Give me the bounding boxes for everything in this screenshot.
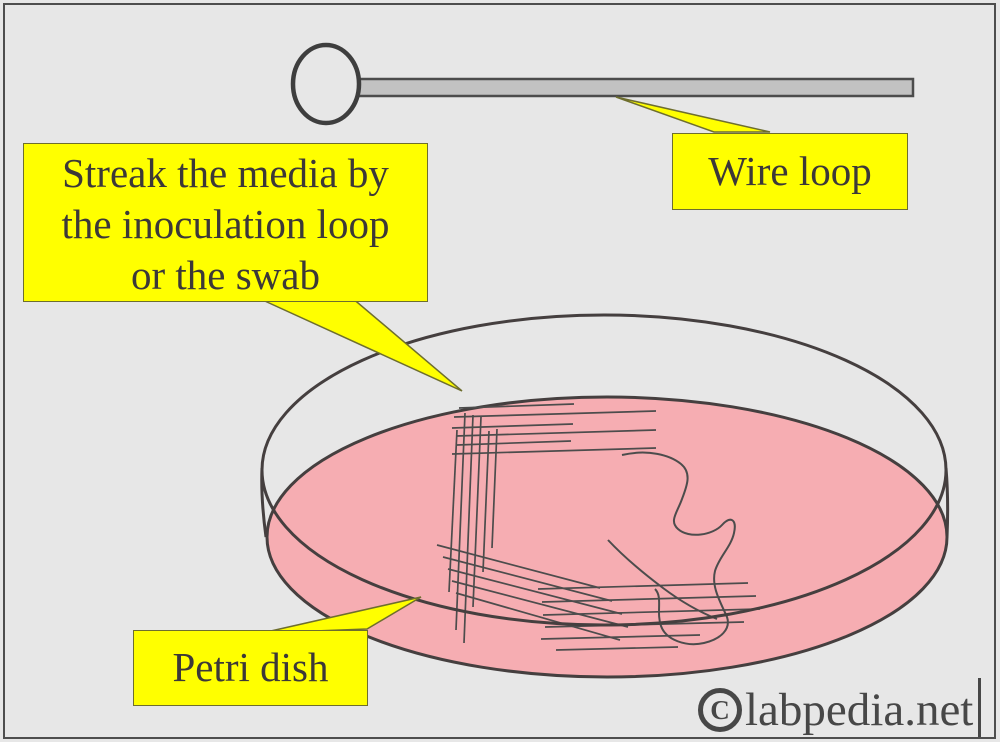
watermark-text: labpedia.net xyxy=(745,684,974,736)
streak-squiggle xyxy=(607,451,736,645)
streak-instruction-line3: or the swab xyxy=(130,252,320,298)
copyright-icon: C xyxy=(698,688,742,732)
wire-loop-callout-pointer xyxy=(615,96,771,133)
watermark: C labpedia.net xyxy=(698,678,982,738)
petri-dish-label: Petri dish xyxy=(133,630,368,706)
streak-callout-pointer xyxy=(255,296,463,392)
wire-loop-label: Wire loop xyxy=(672,133,908,210)
streak-instruction-line1: Streak the media by xyxy=(62,150,389,196)
wire-loop-head xyxy=(290,42,362,126)
petri-dish-wall-right xyxy=(944,467,950,538)
streak-instruction-label: Streak the media by the inoculation loop… xyxy=(23,143,428,302)
wire-loop-handle xyxy=(354,77,915,98)
culture-media xyxy=(265,395,949,679)
streak-marks-diagonal xyxy=(436,544,629,641)
watermark-bar xyxy=(978,678,982,738)
petri-dish-wall-left xyxy=(260,467,268,538)
streak-instruction-line2: the inoculation loop xyxy=(61,201,390,247)
